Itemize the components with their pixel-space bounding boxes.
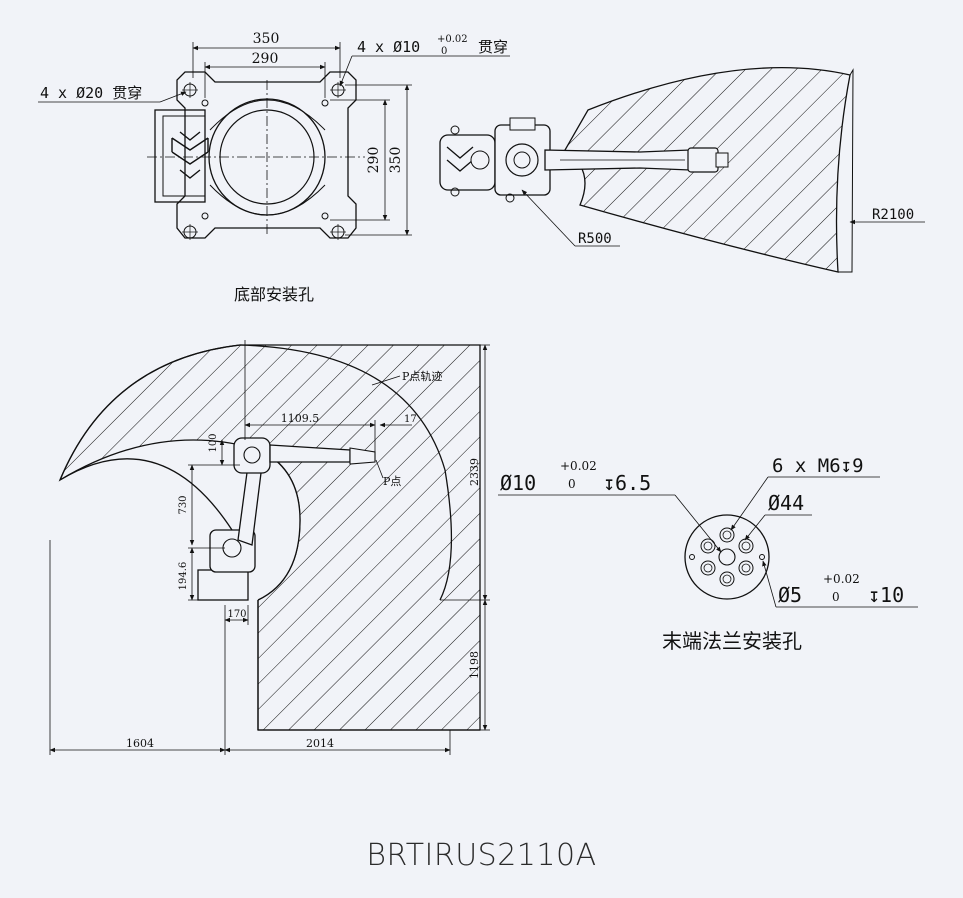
model-name: BRTIRUS2110A (366, 838, 597, 873)
dim-100: 100 (208, 433, 219, 452)
side-view-robot (197, 437, 376, 601)
flange-bolt-holes (689, 527, 765, 587)
dim-350-top: 350 (253, 31, 280, 47)
base-caption: 底部安装孔 (234, 285, 314, 304)
dim-2339: 2339 (468, 458, 481, 486)
dim-1604: 1604 (126, 737, 154, 750)
dim-730: 730 (178, 495, 189, 514)
flange-outer (684, 514, 770, 600)
radius-r2100: R2100 (872, 207, 914, 223)
dim-170: 170 (227, 609, 246, 620)
flange-caption: 末端法兰安装孔 (662, 629, 802, 653)
note-pin-depth: ↧10 (868, 583, 904, 607)
side-view: P点轨迹 P点 1109.5 17 100 730 194.6 170 2339… (49, 340, 490, 755)
note-center-hole-depth: ↧6.5 (603, 471, 651, 495)
radius-r500: R500 (578, 231, 612, 247)
base-view: 350 290 290 350 4 x Ø10 +0.02 0 贯穿 4 x Ø… (38, 31, 510, 304)
note-4x-d10: 4 x Ø10 (357, 38, 420, 56)
base-mounting-holes (182, 82, 346, 240)
dim-2014: 2014 (306, 737, 334, 750)
dim-194-6: 194.6 (178, 562, 189, 591)
dim-17: 17 (404, 414, 417, 425)
dim-1198: 1198 (468, 651, 481, 679)
dim-290-top: 290 (252, 51, 279, 67)
flange-center-hole (718, 548, 736, 566)
note-center-hole: Ø10 (500, 471, 536, 495)
dim-350-right: 350 (388, 147, 404, 174)
top-view: R500 R2100 (439, 66, 925, 273)
note-pcd: Ø44 (768, 491, 804, 515)
note-4x-d20: 4 x Ø20 贯穿 (40, 84, 142, 102)
dim-1109-5: 1109.5 (281, 412, 320, 425)
note-4x-d10-tol-lower: 0 (441, 46, 447, 57)
label-p-point: P点 (383, 475, 401, 488)
note-center-hole-tol-lower: 0 (568, 477, 576, 491)
base-chevron (171, 131, 209, 179)
label-p-trajectory: P点轨迹 (402, 369, 442, 383)
note-threads: 6 x M6↧9 (772, 455, 864, 477)
top-view-robot (439, 117, 729, 203)
dim-290-right: 290 (366, 147, 382, 174)
note-4x-d10-tol-upper: +0.02 (437, 34, 468, 45)
note-center-hole-tol-upper: +0.02 (560, 459, 597, 473)
note-4x-d10-suffix: 贯穿 (478, 38, 508, 56)
note-pin-tol-lower: 0 (832, 590, 840, 604)
note-pin: Ø5 (778, 583, 802, 607)
flange-view: Ø10 +0.02 0 ↧6.5 6 x M6↧9 Ø44 Ø5 +0.02 0… (498, 455, 918, 653)
note-pin-tol-upper: +0.02 (823, 572, 860, 586)
